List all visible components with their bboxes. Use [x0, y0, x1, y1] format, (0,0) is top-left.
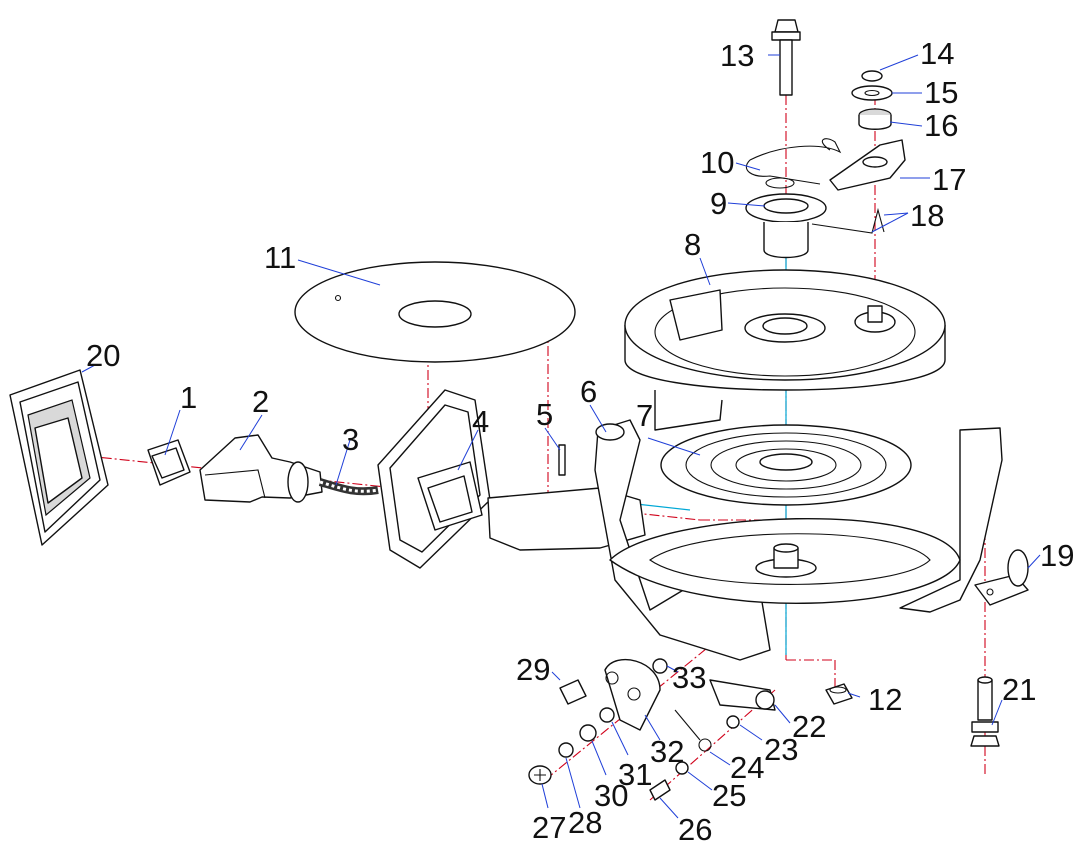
callout-14: 14 [920, 36, 954, 71]
callout-27: 27 [532, 810, 566, 845]
part-12-nut [825, 683, 853, 705]
part-2-handle [199, 434, 323, 503]
part-15-washer [851, 85, 893, 101]
part-20-cover-plate [9, 369, 109, 546]
callout-29: 29 [516, 652, 550, 687]
callout-17: 17 [932, 162, 966, 197]
leader-lines [81, 54, 1041, 819]
part-17-pawl [829, 139, 906, 191]
part-23-bushing [726, 715, 740, 729]
callout-23: 23 [764, 732, 798, 767]
part-11-gasket [294, 261, 576, 363]
callout-4: 4 [472, 404, 489, 439]
part-5-pin [558, 444, 566, 476]
part-32-plate [604, 659, 661, 731]
part-19-bracket [974, 549, 1029, 606]
callout-30: 30 [594, 778, 628, 813]
part-6-arm [595, 423, 625, 441]
callout-3: 3 [342, 422, 359, 457]
callout-5: 5 [536, 397, 553, 432]
callout-24: 24 [730, 750, 764, 785]
part-14-nut [861, 70, 883, 82]
part-16-spacer [858, 108, 892, 130]
callout-19: 19 [1040, 538, 1074, 573]
part-13-bolt [771, 19, 801, 96]
callout-22: 22 [792, 709, 826, 744]
callout-28: 28 [568, 805, 602, 840]
callout-10: 10 [700, 145, 734, 180]
callout-33: 33 [672, 660, 706, 695]
callout-15: 15 [924, 75, 958, 110]
callout-9: 9 [710, 186, 727, 221]
part-27-screw [528, 765, 552, 785]
callout-18: 18 [910, 198, 944, 233]
part-10-spring-clip [745, 138, 842, 189]
callout-21: 21 [1002, 672, 1036, 707]
part-18-spring [811, 207, 885, 234]
part-22-lever [709, 679, 776, 711]
part-26-pin [649, 779, 671, 801]
callout-8: 8 [684, 227, 701, 262]
callout-20: 20 [86, 338, 120, 373]
part-28-washer [558, 742, 574, 758]
callout-11: 11 [264, 240, 296, 275]
callout-labels: 1 2 3 4 5 6 7 8 9 10 11 12 13 14 15 16 1… [86, 36, 1074, 847]
callout-12: 12 [868, 682, 902, 717]
part-29-clip [559, 679, 587, 705]
callout-13: 13 [720, 38, 754, 73]
callout-26: 26 [678, 812, 712, 847]
callout-7: 7 [636, 398, 653, 433]
callout-6: 6 [580, 374, 597, 409]
part-31-star-washer [599, 707, 615, 723]
callout-16: 16 [924, 108, 958, 143]
part-8-pulley [624, 269, 946, 431]
callout-1: 1 [180, 380, 197, 415]
frame [487, 419, 1003, 661]
part-21-screw [970, 676, 1000, 747]
part-3-rope [318, 478, 379, 496]
part-1-clip [147, 439, 191, 486]
part-33-washer [652, 658, 668, 674]
callout-2: 2 [252, 384, 269, 419]
part-25-washer [675, 761, 689, 775]
part-7-spring [660, 424, 912, 506]
part-30-washer [579, 724, 597, 742]
part-9-bushing [745, 193, 827, 259]
callout-25: 25 [712, 778, 746, 813]
callout-31: 31 [618, 757, 652, 792]
callout-32: 32 [650, 734, 684, 769]
part-4-rope-guide [377, 389, 491, 569]
part-24-spring [674, 709, 712, 752]
